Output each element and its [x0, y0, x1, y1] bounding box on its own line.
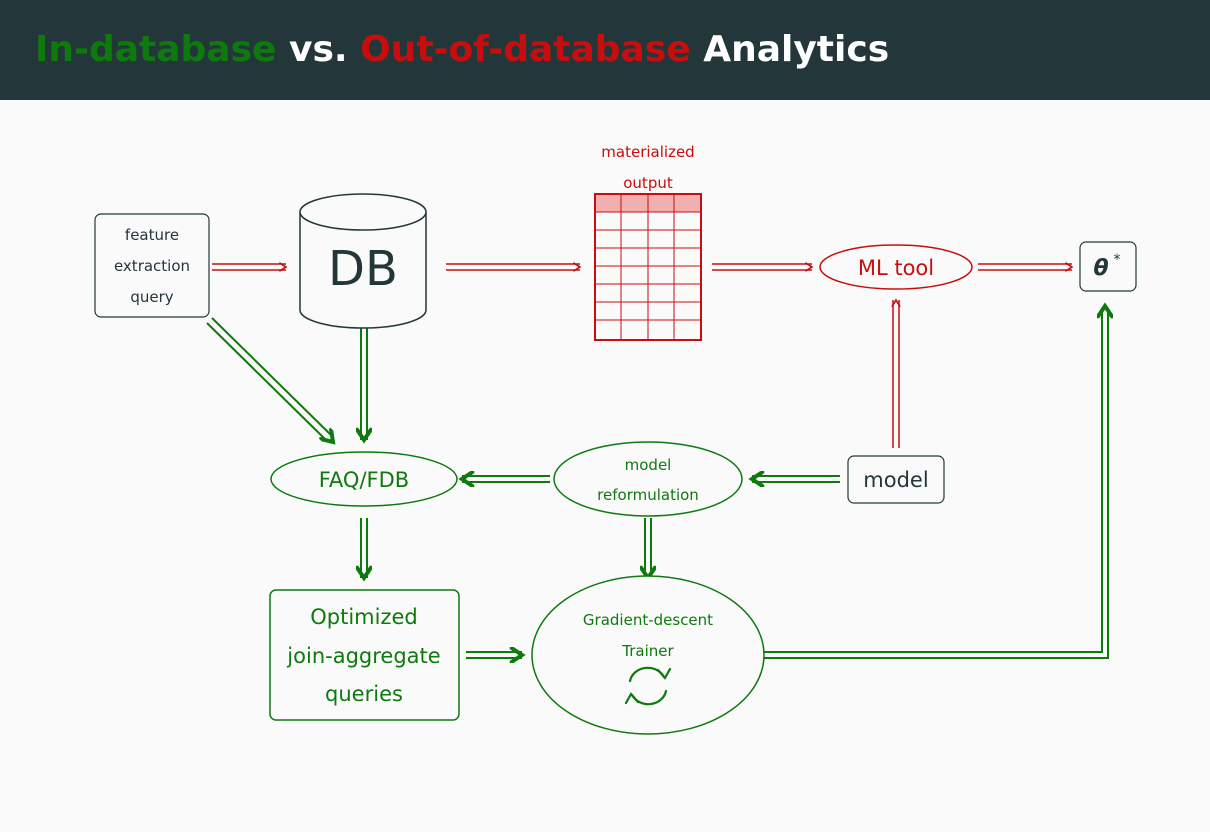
db-label: DB: [328, 241, 398, 297]
gd-trainer-node: Gradient-descent Trainer: [531, 575, 765, 735]
trainer-line-1: Gradient-descent: [583, 611, 713, 629]
model-reformulation-node: model reformulation: [553, 441, 743, 517]
faq-fdb-label: FAQ/FDB: [319, 468, 409, 492]
title-in-database: In-database: [35, 29, 277, 70]
slide-title: In-database vs. Out-of-database Analytic…: [35, 28, 889, 72]
ml-tool-label: ML tool: [858, 256, 934, 280]
title-vs: vs.: [288, 29, 348, 70]
theta-node: θ *: [1079, 241, 1137, 292]
db-cylinder: DB: [299, 193, 427, 329]
edge-faq-to-optimized: [361, 518, 367, 578]
materialized-output-node: materialized output: [594, 143, 702, 341]
diagram: feature extraction query DB materialized…: [94, 143, 1137, 735]
optimized-queries-node: Optimized join-aggregate queries: [269, 589, 460, 721]
optimized-line-3: queries: [325, 682, 403, 706]
reformulation-line-2: reformulation: [597, 486, 699, 504]
feature-query-node: feature extraction query: [94, 213, 210, 318]
reformulation-line-1: model: [625, 456, 672, 474]
diagram-canvas: feature extraction query DB materialized…: [0, 100, 1210, 828]
title-analytics: Analytics: [703, 29, 890, 70]
edge-output-to-mltool: [712, 262, 814, 272]
faq-fdb-node: FAQ/FDB: [270, 451, 458, 507]
optimized-line-2: join-aggregate: [286, 644, 440, 668]
edge-trainer-to-theta: [764, 306, 1108, 659]
edge-reformulation-to-trainer: [645, 518, 651, 578]
edge-optimized-to-trainer: [466, 652, 522, 658]
materialized-label-line-1: materialized: [601, 143, 694, 161]
optimized-line-1: Optimized: [310, 605, 418, 629]
header-bar: In-database vs. Out-of-database Analytic…: [0, 0, 1210, 100]
model-node: model: [847, 455, 945, 504]
ml-tool-node: ML tool: [819, 244, 973, 290]
trainer-line-2: Trainer: [621, 642, 674, 660]
edge-query-to-faq: [206, 317, 333, 442]
feature-query-line-3: query: [130, 288, 173, 306]
edge-reformulation-to-faq: [462, 476, 550, 482]
feature-query-line-1: feature: [125, 226, 179, 244]
materialized-label-line-2: output: [623, 174, 673, 192]
refresh-cycle-icon: [624, 666, 672, 706]
title-out-of-database: Out-of-database: [360, 29, 691, 70]
feature-query-line-2: extraction: [114, 257, 190, 275]
edge-model-to-reformulation: [752, 476, 840, 482]
model-label: model: [863, 468, 928, 492]
theta-superscript: *: [1114, 252, 1121, 268]
materialized-table-grid: [594, 193, 702, 341]
edge-db-to-output: [446, 262, 582, 272]
edge-mltool-to-theta: [978, 262, 1074, 272]
edge-db-to-faq: [361, 326, 367, 440]
edge-model-to-mltool: [891, 298, 901, 448]
theta-symbol: θ: [1093, 256, 1108, 281]
edge-query-to-db: [212, 262, 288, 272]
